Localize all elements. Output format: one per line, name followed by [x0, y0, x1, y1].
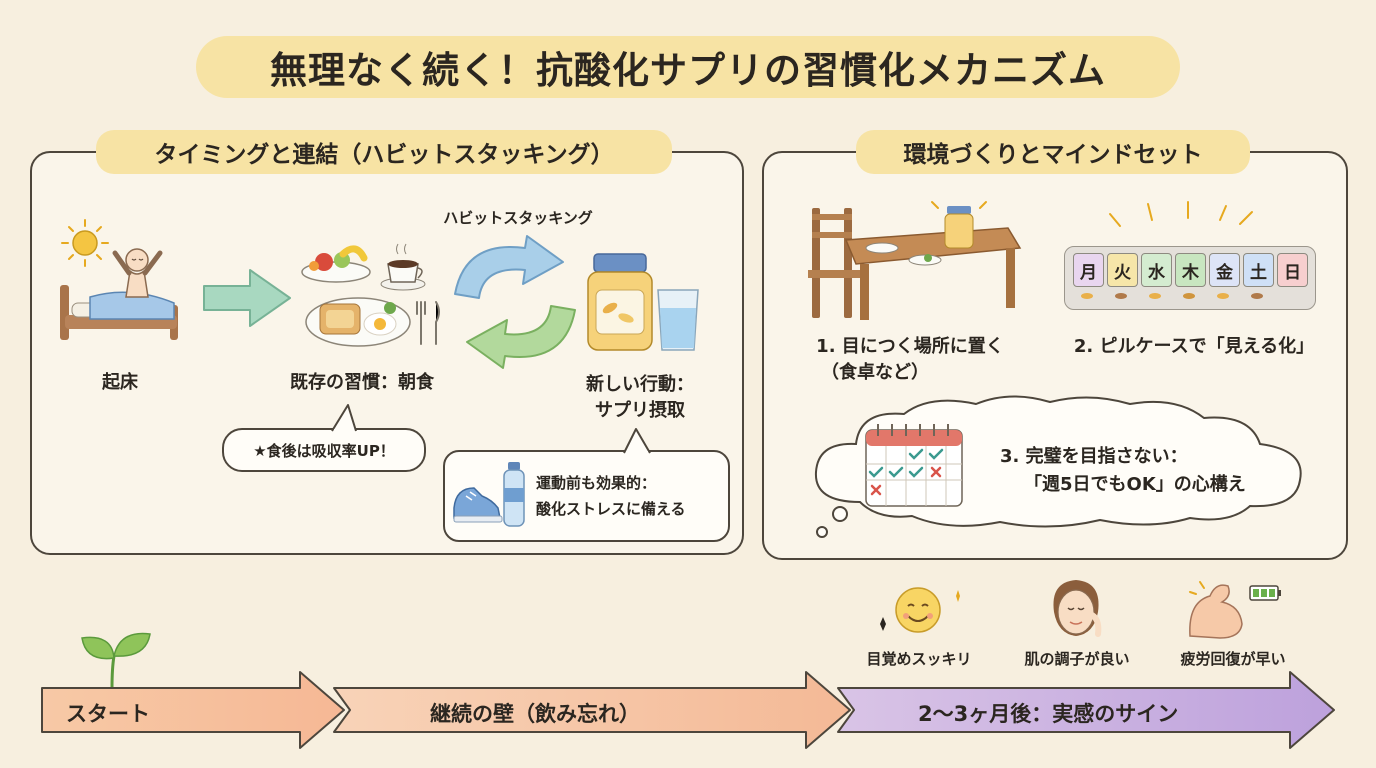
exercise-tip-line2: 酸化ストレスに備える [536, 500, 686, 518]
muscle-arm-icon [1189, 581, 1281, 639]
pill-day-wed: 水 [1141, 253, 1172, 287]
sign-awake-label: 目覚めスッキリ [866, 650, 972, 668]
breakfast-illustration [301, 243, 440, 347]
wake-up-illustration [60, 219, 178, 340]
tip-bubble-tail [331, 404, 357, 432]
person-icon [112, 248, 163, 298]
pill-day-fri: 金 [1209, 253, 1240, 287]
smiley-face-icon [876, 587, 960, 633]
dining-table-illustration [808, 201, 1022, 320]
table-icon [844, 227, 1022, 320]
page-title: 無理なく続く！抗酸化サプリの習慣化メカニズム [196, 36, 1180, 98]
mindset-panel-title: 環境づくりとマインドセット [856, 130, 1250, 174]
new-action-label-line1: 新しい行動： [586, 374, 694, 395]
exercise-tip-bubble [443, 450, 730, 542]
cycle-label: ハビットスタッキング [443, 209, 593, 227]
result-arrow [837, 671, 1335, 749]
existing-habit-label: 既存の習慣：朝食 [290, 372, 434, 393]
right-arrow-icon [203, 269, 291, 327]
sneaker-icon [453, 487, 503, 523]
pill-day-sun: 日 [1277, 253, 1308, 287]
water-bottle-icon [503, 462, 525, 527]
item3-label-line2: 「週5日でもOK」の心構え [1024, 474, 1246, 495]
battery-full-icon [1249, 585, 1281, 601]
absorption-tip-bubble: ★食後は吸収率UP！ [222, 428, 426, 472]
pill-day-thu: 木 [1175, 253, 1206, 287]
coffee-cup-icon [380, 243, 426, 291]
timeline-wall-label: 継続の壁（飲み忘れ） [430, 702, 640, 726]
cycle-arrows-icon [454, 235, 576, 369]
timeline-result-label: 2〜3ヶ月後：実感のサイン [918, 702, 1179, 726]
sparkle-lines-icon [1109, 201, 1253, 227]
sign-recovery-label: 疲労回復が早い [1180, 650, 1286, 668]
habit-stacking-panel-title: タイミングと連結（ハビットスタッキング） [96, 130, 672, 174]
absorption-tip-text: ★食後は吸収率UP！ [253, 441, 395, 460]
fruit-bowl-icon [301, 245, 371, 283]
item3-label-line1: 3. 完璧を目指さない： [1000, 446, 1188, 467]
sun-icon [61, 219, 109, 267]
pill-case: 月 火 水 木 金 土 日 [1064, 246, 1316, 310]
supplement-bottle-on-table-icon [944, 206, 974, 249]
exercise-bubble-tail [623, 428, 651, 454]
new-action-label-line2: サプリ摂取 [595, 400, 685, 421]
timeline-start-label: スタート [66, 702, 150, 726]
bed-icon [60, 285, 178, 340]
exercise-tip-line1: 運動前も効果的： [536, 474, 657, 492]
exercise-illustration [453, 462, 525, 527]
item1-label-line2: （食卓など） [821, 362, 929, 383]
chair-icon [808, 208, 860, 318]
happy-skin-face-icon [1053, 580, 1102, 637]
cutlery-icon [416, 301, 440, 345]
breakfast-plate-icon [305, 297, 411, 347]
timeline-arrows [41, 671, 1335, 749]
pill-day-sat: 土 [1243, 253, 1274, 287]
supplement-bottle-illustration [587, 253, 699, 351]
pill-day-tue: 火 [1107, 253, 1138, 287]
pills-icon [1081, 293, 1263, 299]
item2-label: 2. ピルケースで「見える化」 [1073, 336, 1315, 357]
calendar-icon [865, 424, 963, 507]
wake-label: 起床 [102, 372, 138, 393]
pill-day-mon: 月 [1073, 253, 1104, 287]
water-glass-icon [657, 289, 699, 351]
item1-label-line1: 1. 目につく場所に置く [816, 336, 1004, 357]
sign-skin-label: 肌の調子が良い [1024, 650, 1130, 668]
sprout-icon [81, 632, 151, 688]
start-arrow [41, 671, 345, 749]
wall-arrow [333, 671, 851, 749]
supplement-bottle-icon [587, 253, 653, 351]
